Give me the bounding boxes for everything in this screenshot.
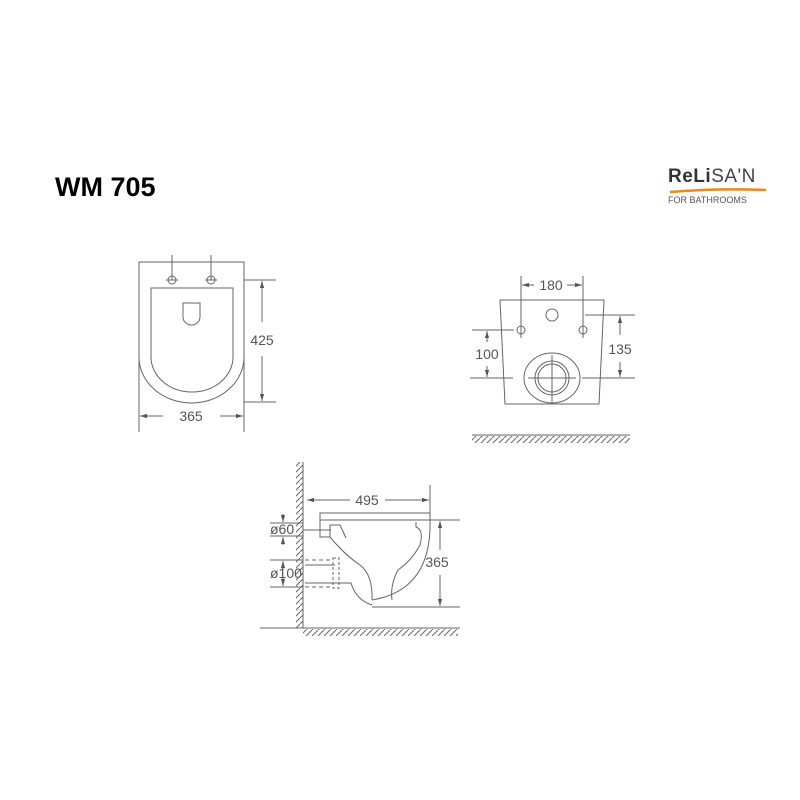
dim-depth: 495 [355,492,379,508]
model-title: WM 705 [55,172,156,202]
dim-length: 425 [250,332,274,348]
logo-swoosh [669,188,767,194]
brand-logo: ReLiSA'N FOR BATHROOMS [668,166,768,205]
logo-tagline: FOR BATHROOMS [668,195,747,205]
logo-brand: ReLiSA'N [668,166,756,187]
dim-fixing-height: 100 [475,346,499,362]
dim-outlet-diameter: ø100 [270,565,302,581]
dim-inlet-height: 135 [608,341,632,357]
dim-width: 365 [179,408,203,424]
top-view [138,255,276,432]
side-view [260,462,460,636]
dim-height: 365 [425,554,449,570]
dim-hole-spacing: 180 [539,277,563,293]
dim-inlet-diameter: ø60 [270,521,294,537]
front-view [470,276,635,443]
